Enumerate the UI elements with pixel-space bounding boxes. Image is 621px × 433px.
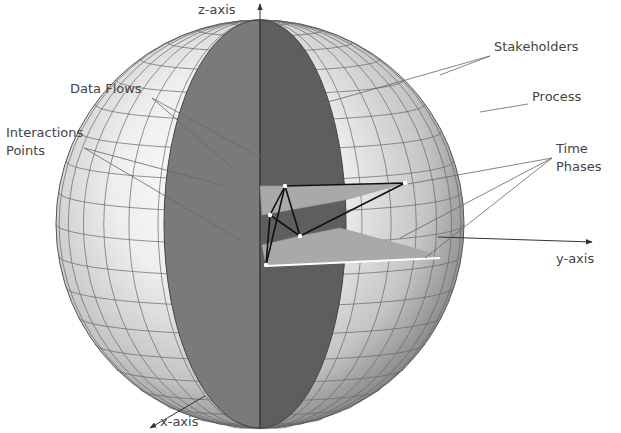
interaction-point	[264, 263, 268, 267]
leader-line	[480, 104, 528, 112]
time-phase-plane	[262, 228, 440, 266]
wedge-left-face	[164, 20, 260, 428]
leader-line	[425, 158, 552, 258]
leader-line	[152, 98, 232, 168]
leader-line	[152, 98, 305, 182]
leader-lines	[84, 4, 592, 428]
z-axis-line	[260, 4, 261, 20]
callout-label: Data Flows	[70, 80, 142, 98]
interaction-point	[283, 184, 287, 188]
time-phase-arc	[266, 258, 440, 266]
axis-label: z-axis	[198, 1, 236, 19]
sphere-body	[56, 20, 464, 429]
axis-label: x-axis	[160, 413, 198, 431]
wedge-edge	[260, 20, 261, 428]
callout-label: Interactions Points	[6, 124, 86, 160]
interaction-point	[298, 234, 302, 238]
leader-line	[84, 148, 240, 240]
sphere-grid	[56, 20, 464, 429]
leader-line	[440, 56, 490, 75]
interaction-point	[403, 181, 407, 185]
callout-label: Time Phases	[556, 140, 612, 176]
cut-wedge	[164, 20, 440, 428]
leader-line	[400, 158, 552, 238]
sphere-outline	[56, 20, 464, 428]
callout-label: Process	[532, 88, 581, 106]
data-flow-lines	[266, 183, 405, 265]
wedge-right-face	[260, 20, 346, 428]
y-axis-line	[438, 237, 592, 242]
callout-label: Stakeholders	[494, 38, 579, 56]
axis-label: y-axis	[556, 250, 594, 268]
interaction-point	[268, 213, 272, 217]
leader-line	[300, 56, 490, 110]
leader-line	[84, 148, 225, 186]
leader-line	[408, 158, 552, 184]
